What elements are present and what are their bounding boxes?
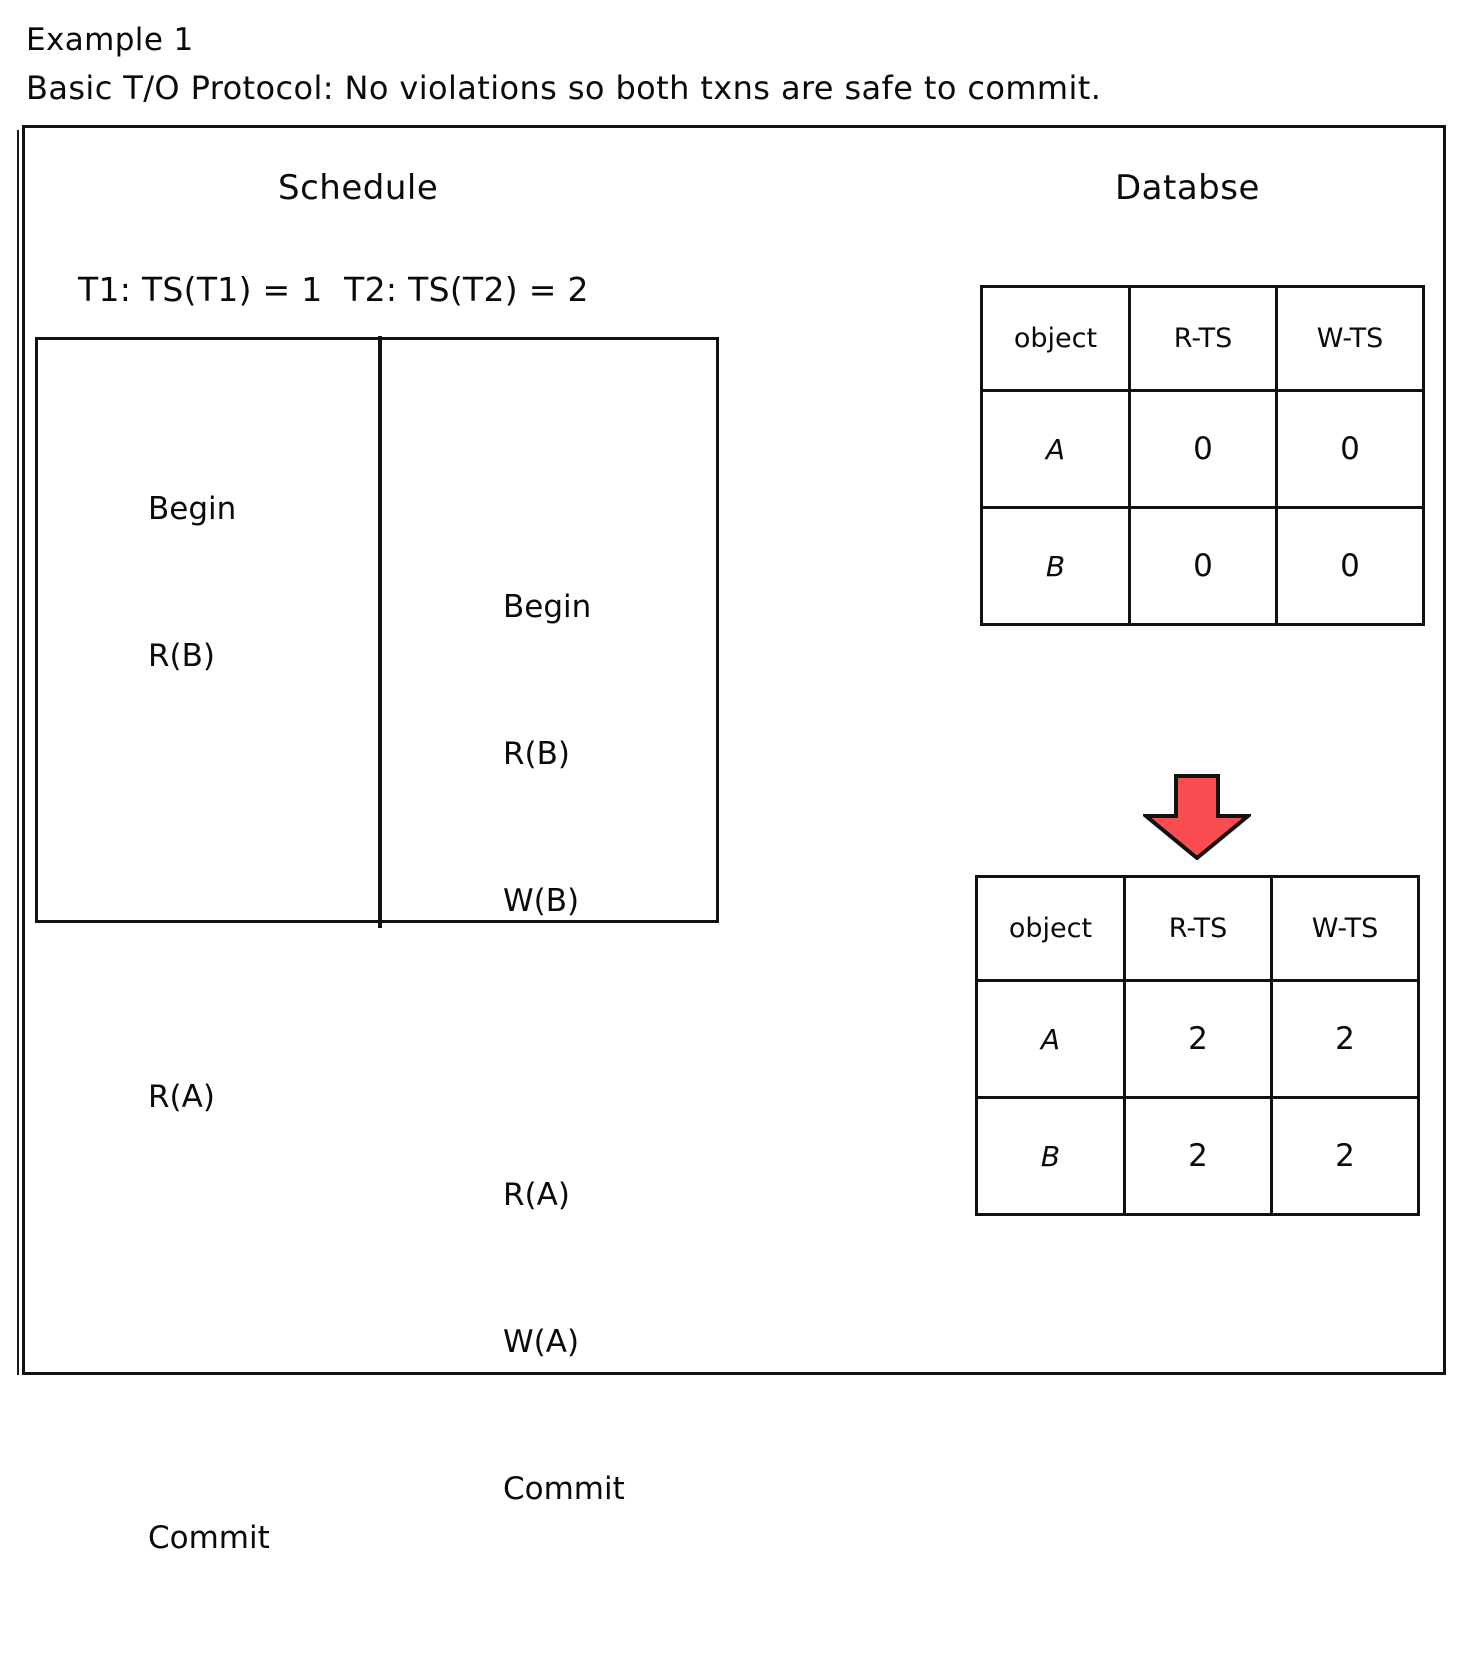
transaction-timestamps: T1: TS(T1) = 1 T2: TS(T2) = 2 bbox=[78, 270, 589, 309]
t1-operation: Begin bbox=[148, 491, 237, 527]
cell-w-ts: 2 bbox=[1270, 1096, 1420, 1216]
down-arrow-icon bbox=[1143, 774, 1251, 860]
header-r-ts: R-TS bbox=[1128, 285, 1278, 392]
cell-object: A bbox=[980, 389, 1131, 509]
t2-operation: R(B) bbox=[503, 736, 570, 772]
example-label: Example 1 bbox=[26, 22, 194, 58]
t2-operation: R(A) bbox=[503, 1177, 570, 1213]
schedule-box: Begin R(B) R(A) Commit Begin R(B) W(B) R… bbox=[35, 336, 719, 1556]
cell-r-ts: 2 bbox=[1123, 979, 1273, 1099]
title-block: Example 1 Basic T/O Protocol: No violati… bbox=[26, 16, 1446, 112]
cell-w-ts: 2 bbox=[1270, 979, 1420, 1099]
t1-operation-commit: Commit bbox=[148, 1520, 270, 1556]
t2-operation: W(B) bbox=[503, 883, 580, 919]
cell-w-ts: 0 bbox=[1275, 506, 1425, 626]
database-table-after: object R-TS W-TS A 2 2 B 2 2 bbox=[975, 875, 1420, 1216]
cell-r-ts: 0 bbox=[1128, 506, 1278, 626]
table-row: B 2 2 bbox=[975, 1096, 1420, 1216]
header-object: object bbox=[975, 875, 1126, 982]
cell-r-ts: 0 bbox=[1128, 389, 1278, 509]
t1-operation-spacer bbox=[148, 1220, 270, 1269]
table-header-row: object R-TS W-TS bbox=[980, 285, 1425, 392]
table-row: B 0 0 bbox=[980, 506, 1425, 626]
table-row: A 0 0 bbox=[980, 389, 1425, 509]
schedule-column-divider bbox=[378, 336, 382, 928]
t2-operation: Begin bbox=[503, 589, 592, 625]
database-table-before: object R-TS W-TS A 0 0 B 0 0 bbox=[980, 285, 1425, 626]
table-row: A 2 2 bbox=[975, 979, 1420, 1099]
database-heading: Databse bbox=[1115, 168, 1260, 208]
t1-operation-spacer bbox=[148, 1367, 270, 1416]
table-header-row: object R-TS W-TS bbox=[975, 875, 1420, 982]
t2-operation: W(A) bbox=[503, 1324, 580, 1360]
t1-operation-spacer bbox=[148, 926, 270, 975]
schedule-heading: Schedule bbox=[278, 168, 439, 208]
cell-object: A bbox=[975, 979, 1126, 1099]
transaction-t1-column: Begin R(B) R(A) Commit bbox=[148, 387, 270, 1661]
t1-operation-spacer bbox=[148, 779, 270, 828]
t2-operation-spacer bbox=[503, 1024, 625, 1073]
protocol-description: Basic T/O Protocol: No violations so bot… bbox=[26, 69, 1102, 107]
header-w-ts: W-TS bbox=[1275, 285, 1425, 392]
header-r-ts: R-TS bbox=[1123, 875, 1273, 982]
cell-object: B bbox=[980, 506, 1131, 626]
t2-operation-commit: Commit bbox=[503, 1471, 625, 1507]
t1-operation: R(A) bbox=[148, 1079, 215, 1115]
cell-w-ts: 0 bbox=[1275, 389, 1425, 509]
header-w-ts: W-TS bbox=[1270, 875, 1420, 982]
header-object: object bbox=[980, 285, 1131, 392]
cell-r-ts: 2 bbox=[1123, 1096, 1273, 1216]
transaction-t2-column: Begin R(B) W(B) R(A) W(A) Commit bbox=[503, 485, 625, 1612]
t1-operation: R(B) bbox=[148, 638, 215, 674]
cell-object: B bbox=[975, 1096, 1126, 1216]
